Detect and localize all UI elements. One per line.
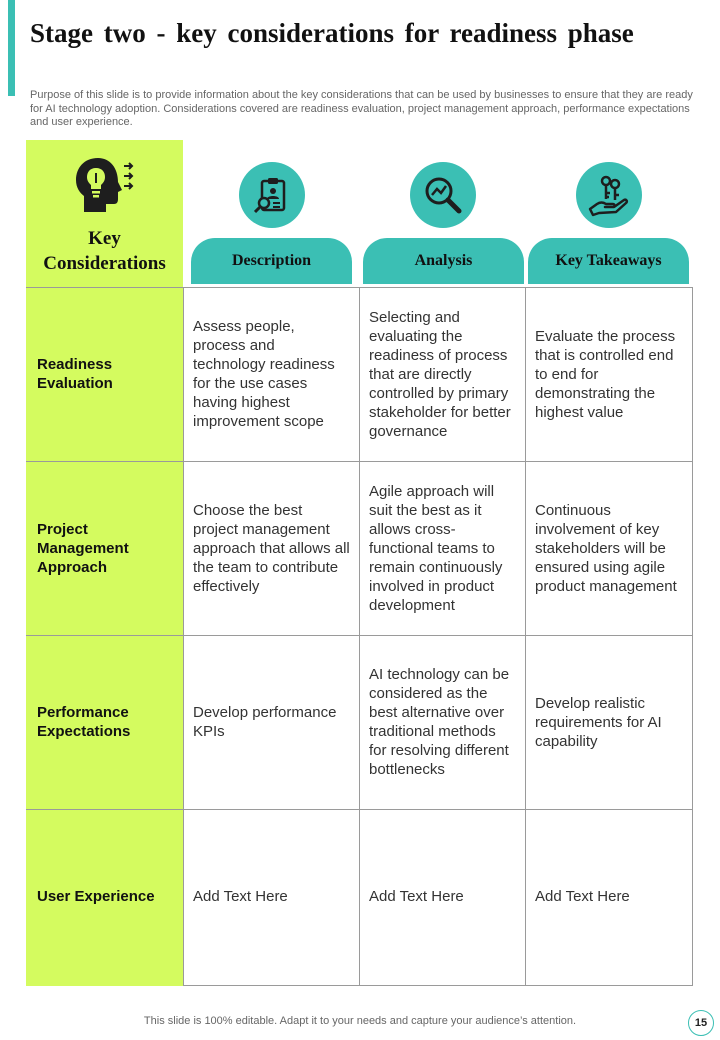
row-label-text: Project Management Approach — [37, 520, 129, 576]
cell-text: Agile approach will suit the best as it … — [369, 482, 503, 614]
chart-magnifier-icon — [425, 177, 462, 214]
row-label-project-management-approach: Project Management Approach — [37, 461, 177, 635]
page-title: Stage two - key considerations for readi… — [30, 18, 634, 48]
cell-text: Develop performance KPIs — [193, 704, 337, 740]
row-divider — [26, 461, 183, 462]
hand-keys-icon — [588, 175, 629, 217]
row-label-text: Readiness Evaluation — [37, 356, 113, 392]
title-accent-bar — [8, 0, 15, 96]
table-cell: Selecting and evaluating the readiness o… — [369, 287, 523, 461]
row-divider — [26, 635, 183, 636]
analysis-icon-circle — [410, 162, 476, 228]
footer-note: This slide is 100% editable. Adapt it to… — [143, 1015, 577, 1027]
row-label-readiness-evaluation: Readiness Evaluation — [37, 287, 177, 461]
key-considerations-label: Key Considerations — [43, 228, 166, 274]
row-label-user-experience: User Experience — [37, 809, 177, 983]
row-label-text: User Experience — [37, 887, 155, 905]
table-cell: Add Text Here — [193, 809, 357, 983]
page-number-badge: 15 — [688, 1010, 714, 1036]
head-lightbulb-icon — [76, 158, 134, 212]
column-header-key-takeaways: Key Takeaways — [528, 238, 689, 284]
takeaways-icon-circle — [576, 162, 642, 228]
column-header-description: Description — [191, 238, 352, 284]
row-divider — [26, 809, 183, 810]
clipboard-magnifier-icon — [253, 178, 286, 214]
table-cell: Add Text Here — [535, 809, 691, 983]
cell-text: Selecting and evaluating the readiness o… — [369, 308, 511, 440]
table-cell: Evaluate the process that is controlled … — [535, 287, 691, 461]
table-cell: Add Text Here — [369, 809, 523, 983]
cell-text: Add Text Here — [369, 887, 464, 905]
table-cell: AI technology can be considered as the b… — [369, 635, 523, 809]
cell-text: Choose the best project management appro… — [193, 501, 350, 595]
row-divider — [183, 461, 693, 462]
considerations-column — [26, 140, 183, 986]
column-header-analysis: Analysis — [363, 238, 524, 284]
table-cell: Assess people, process and technology re… — [193, 287, 357, 461]
cell-text: Add Text Here — [535, 887, 630, 905]
page-number: 15 — [694, 1017, 708, 1029]
column-divider — [525, 287, 526, 986]
page-subtitle: Purpose of this slide is to provide info… — [30, 89, 693, 128]
row-label-performance-expectations: Performance Expectations — [37, 635, 177, 809]
table-cell: Choose the best project management appro… — [193, 461, 357, 635]
table-cell: Develop performance KPIs — [193, 635, 357, 809]
row-divider — [183, 809, 693, 810]
table-cell: Develop realistic requirements for AI ca… — [535, 635, 691, 809]
column-divider — [359, 287, 360, 986]
cell-text: Evaluate the process that is controlled … — [535, 327, 676, 421]
cell-text: Continuous involvement of key stakeholde… — [535, 501, 677, 595]
cell-text: Assess people, process and technology re… — [193, 318, 335, 430]
description-icon-circle — [239, 162, 305, 228]
cell-text: AI technology can be considered as the b… — [369, 666, 510, 778]
table-cell: Agile approach will suit the best as it … — [369, 461, 523, 635]
row-divider — [183, 635, 693, 636]
table-grid — [183, 287, 693, 986]
row-divider — [26, 287, 183, 288]
cell-text: Add Text Here — [193, 887, 288, 905]
table-cell: Continuous involvement of key stakeholde… — [535, 461, 691, 635]
cell-text: Develop realistic requirements for AI ca… — [535, 694, 662, 750]
row-label-text: Performance Expectations — [37, 704, 131, 740]
